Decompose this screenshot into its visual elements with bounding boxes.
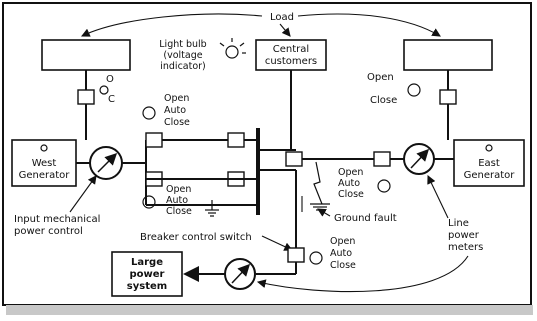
east-generator-label-2: Generator <box>464 170 516 181</box>
ground-fault-bolt <box>313 161 323 205</box>
switch-oc-c: C <box>108 94 115 105</box>
central-breaker <box>285 151 303 167</box>
oac-upper-auto: Auto <box>164 105 186 116</box>
line-meters-to-bottom-arrow <box>256 255 469 293</box>
west-load-box <box>41 39 131 71</box>
large-power-label-2: power <box>130 269 165 280</box>
oac-switch-lower-right-knob <box>309 251 323 265</box>
oac-upper-open: Open <box>164 93 189 104</box>
oac-east-auto: Auto <box>338 178 360 189</box>
line-meters-label-3: meters <box>448 242 483 253</box>
switch-oc-o: O <box>106 74 114 85</box>
east-load-box <box>403 39 493 71</box>
ground-fault-arrow <box>317 208 331 217</box>
breaker-switch-label: Breaker control switch <box>140 232 252 243</box>
line-meters-arrow <box>427 175 449 219</box>
frame-shadow <box>6 305 533 315</box>
oac-east-open: Open <box>338 167 363 178</box>
large-feeder-breaker <box>287 247 305 263</box>
input-control-label-2: power control <box>14 226 83 237</box>
oac-lr-auto: Auto <box>330 248 352 259</box>
oac-switch-upper-knob <box>142 106 156 120</box>
east-switch-knob <box>407 83 421 97</box>
west-meter-needle <box>97 152 118 173</box>
large-meter-needle <box>231 263 251 284</box>
light-bulb-label-2: (voltage <box>163 50 202 61</box>
input-control-arrow <box>69 175 97 213</box>
input-control-label-1: Input mechanical <box>14 214 100 225</box>
load-arrow-central <box>279 23 291 37</box>
large-power-label-1: Large <box>131 257 163 268</box>
east-meter-needle <box>410 148 430 169</box>
load-arrow-east <box>297 13 441 37</box>
west-generator-label-2: Generator <box>19 170 71 181</box>
east-generator-indicator <box>485 144 493 152</box>
light-bulb-label-3: indicator) <box>160 61 206 72</box>
ground-symbol-fault <box>310 203 330 211</box>
west-load-breaker <box>77 89 95 105</box>
breaker-switch-arrow <box>261 235 293 251</box>
switch-oc-knob <box>99 85 109 95</box>
load-label: Load <box>270 12 294 23</box>
load-arrow-west <box>81 13 263 37</box>
west-generator-indicator <box>40 144 48 152</box>
large-power-label-3: system <box>127 281 167 292</box>
large-power-system-box <box>111 251 183 297</box>
oac-lr-close: Close <box>330 260 356 271</box>
line-meters-label-2: power <box>448 230 480 241</box>
east-load-breaker <box>439 89 457 105</box>
ground-fault-label: Ground fault <box>334 213 397 224</box>
oac-lower-open: Open <box>166 184 191 195</box>
west-generator-box <box>11 139 77 187</box>
west-breaker-top-2 <box>227 132 245 148</box>
east-generator-label-1: East <box>478 158 500 169</box>
oac-switch-lower-knob <box>142 195 156 209</box>
ground-symbol-west <box>205 200 219 217</box>
east-switch-close: Close <box>370 95 397 106</box>
west-generator-label-1: West <box>32 158 57 169</box>
central-customers-label-1: Central <box>273 44 309 55</box>
oac-east-close: Close <box>338 189 364 200</box>
west-breaker-top-1 <box>145 132 163 148</box>
light-bulb-label-1: Light bulb <box>159 39 206 50</box>
oac-lower-auto: Auto <box>166 195 188 206</box>
central-customers-label-2: customers <box>265 56 317 67</box>
east-switch-open: Open <box>367 72 394 83</box>
east-line-breaker <box>373 151 391 167</box>
oac-switch-east-knob <box>377 179 391 193</box>
east-generator-box <box>453 139 525 187</box>
light-bulb-icon <box>219 38 246 59</box>
line-meters-label-1: Line <box>448 218 469 229</box>
oac-upper-close: Close <box>164 117 190 128</box>
oac-lr-open: Open <box>330 236 355 247</box>
oac-lower-close: Close <box>166 206 192 217</box>
